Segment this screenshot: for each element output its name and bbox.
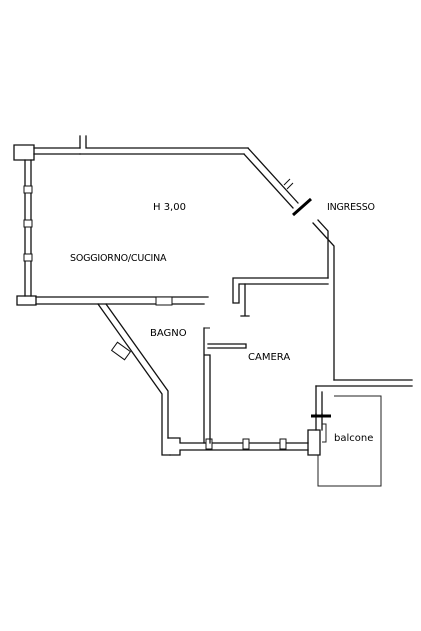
living-kitchen-label: SOGGIORNO/CUCINA	[70, 253, 167, 264]
left-wall-lines	[24, 159, 32, 297]
partition-door-header	[207, 343, 247, 349]
bedroom-top-wall	[232, 277, 329, 304]
bathroom-vent-block	[155, 296, 173, 306]
diagonal-wall-after-entrance	[312, 219, 335, 381]
balcony-inner-step	[322, 423, 327, 443]
corner-pillar-bottom-left	[16, 295, 37, 306]
diagonal-wall-to-entrance	[243, 147, 299, 209]
balcony-door-pillar	[307, 429, 321, 456]
right-wall-to-corridor	[315, 379, 413, 387]
bathroom-label: BAGNO	[150, 328, 187, 339]
bottom-wall-lines	[167, 437, 309, 456]
balcony-outline	[317, 395, 382, 487]
top-wall-notch	[79, 135, 249, 155]
bottom-window-1	[205, 438, 213, 450]
interior-walls	[203, 277, 329, 444]
bedroom-left-wall	[240, 283, 250, 317]
southwest-wall	[97, 303, 171, 456]
living-bathroom-wall	[35, 296, 209, 306]
room-labels: H 3,00 INGRESSO SOGGIORNO/CUCINA BAGNO C…	[70, 202, 375, 444]
left-wall	[16, 159, 37, 306]
corner-pillar-top-left	[13, 144, 35, 161]
door-marks	[292, 197, 331, 418]
entrance-label: INGRESSO	[327, 202, 375, 213]
right-wall-step	[315, 385, 323, 415]
southwest-window	[110, 341, 132, 361]
left-window-2	[23, 219, 33, 228]
bathroom-bedroom-partition	[203, 327, 211, 444]
bathroom-top-wall	[35, 296, 209, 305]
entrance-door-mark	[292, 197, 312, 217]
balcony-label: balcone	[334, 433, 373, 444]
bottom-window-3	[279, 438, 287, 450]
left-window-1	[23, 185, 33, 194]
left-window-3	[23, 253, 33, 262]
bedroom-label: CAMERA	[248, 352, 290, 363]
top-wall-left	[33, 147, 81, 155]
outer-walls	[13, 135, 413, 415]
ceiling-height-label: H 3,00	[153, 202, 186, 213]
diagonal-wall-stub	[283, 178, 294, 190]
bottom-wall	[167, 413, 323, 456]
bottom-window-2	[242, 438, 250, 450]
southwest-diagonal	[97, 303, 171, 456]
balcony	[317, 395, 382, 487]
